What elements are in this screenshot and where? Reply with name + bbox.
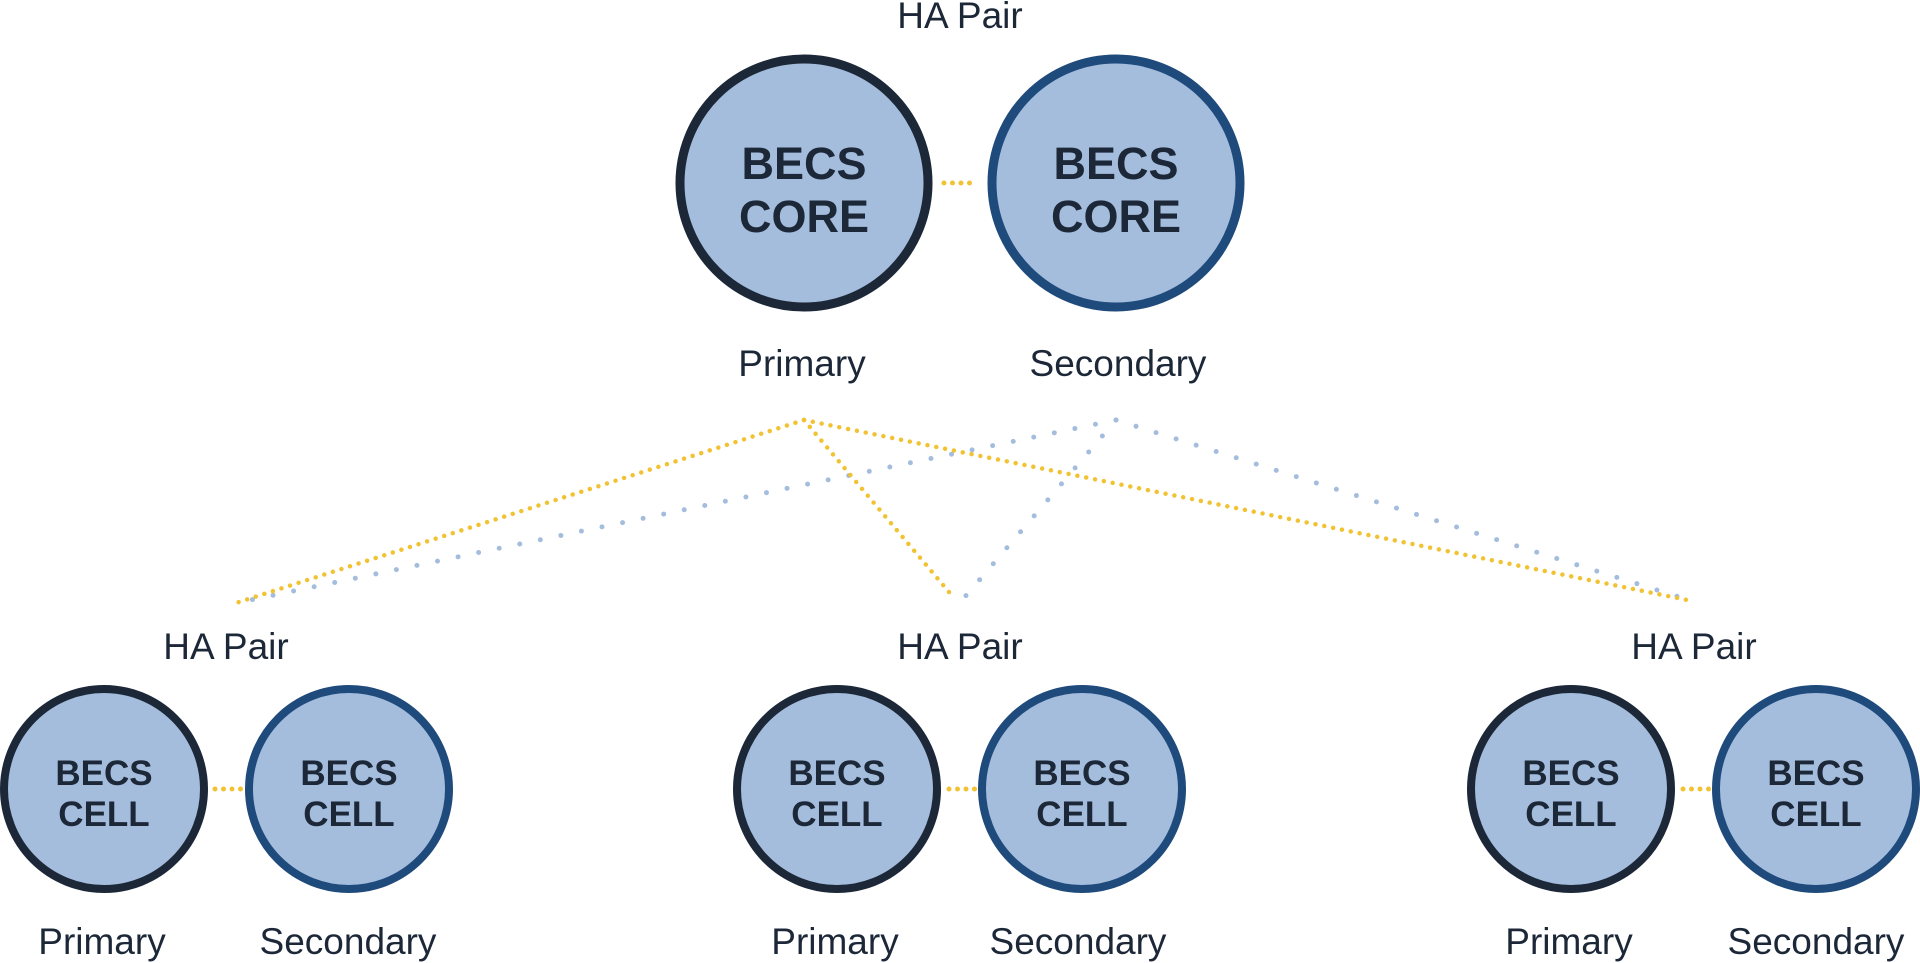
cell-primary-node: BECS CELL (0, 685, 208, 893)
core-primary-line2: CORE (739, 191, 869, 242)
core-secondary-role: Secondary (1030, 343, 1207, 384)
cell-pair-label: HA Pair (163, 626, 288, 667)
cell-primary-line1: BECS (1522, 754, 1619, 793)
cell-secondary-node: BECS CELL (978, 685, 1186, 893)
cell-secondary-role: Secondary (1728, 921, 1905, 962)
cell-primary-role: Primary (38, 921, 166, 962)
cell-secondary-line1: BECS (1033, 754, 1130, 793)
primary-link-cell-2 (801, 417, 957, 601)
core-primary-role: Primary (738, 343, 866, 384)
cell-primary-line2: CELL (791, 795, 882, 834)
core-primary-line1: BECS (741, 138, 866, 189)
cell-secondary-line2: CELL (1036, 795, 1127, 834)
cell-primary-role: Primary (1505, 921, 1633, 962)
cell-secondary-node: BECS CELL (1712, 685, 1920, 893)
core-secondary-node: BECS CORE (987, 54, 1245, 312)
secondary-link-cell-3 (1113, 417, 1695, 604)
core-secondary-line2: CORE (1051, 191, 1181, 242)
cell-secondary-line2: CELL (303, 795, 394, 834)
primary-link-cell-3 (801, 417, 1695, 604)
cell-primary-line1: BECS (788, 754, 885, 793)
core-secondary-line1: BECS (1053, 138, 1178, 189)
core-primary-node: BECS CORE (675, 54, 933, 312)
cell-secondary-line1: BECS (300, 754, 397, 793)
cell-primary-line2: CELL (1525, 795, 1616, 834)
cell-secondary-line2: CELL (1770, 795, 1861, 834)
secondary-links (233, 417, 1695, 606)
cell-secondary-node: BECS CELL (245, 685, 453, 893)
cell-primary-line2: CELL (58, 795, 149, 834)
cell-pair-label: HA Pair (1631, 626, 1756, 667)
cell-pair-label: HA Pair (897, 626, 1022, 667)
cell-ha-pair-2: HA Pair BECS CELL Primary BECS CELL Seco… (733, 626, 1186, 962)
cell-secondary-role: Secondary (990, 921, 1167, 962)
cell-primary-node: BECS CELL (1467, 685, 1675, 893)
cell-primary-line1: BECS (55, 754, 152, 793)
core-pair-label: HA Pair (897, 0, 1022, 36)
core-ha-pair: HA Pair BECS CORE Primary BECS CORE Seco… (675, 0, 1245, 384)
primary-links (233, 417, 1695, 606)
cell-secondary-role: Secondary (260, 921, 437, 962)
cell-ha-pair-1: HA Pair BECS CELL Primary BECS CELL Seco… (0, 626, 453, 962)
secondary-link-cell-2 (961, 417, 1119, 601)
cell-secondary-line1: BECS (1767, 754, 1864, 793)
cell-primary-node: BECS CELL (733, 685, 941, 893)
secondary-link-cell-1 (233, 417, 1119, 606)
cell-ha-pair-3: HA Pair BECS CELL Primary BECS CELL Seco… (1467, 626, 1920, 962)
primary-link-cell-1 (233, 417, 807, 606)
cell-primary-role: Primary (771, 921, 899, 962)
